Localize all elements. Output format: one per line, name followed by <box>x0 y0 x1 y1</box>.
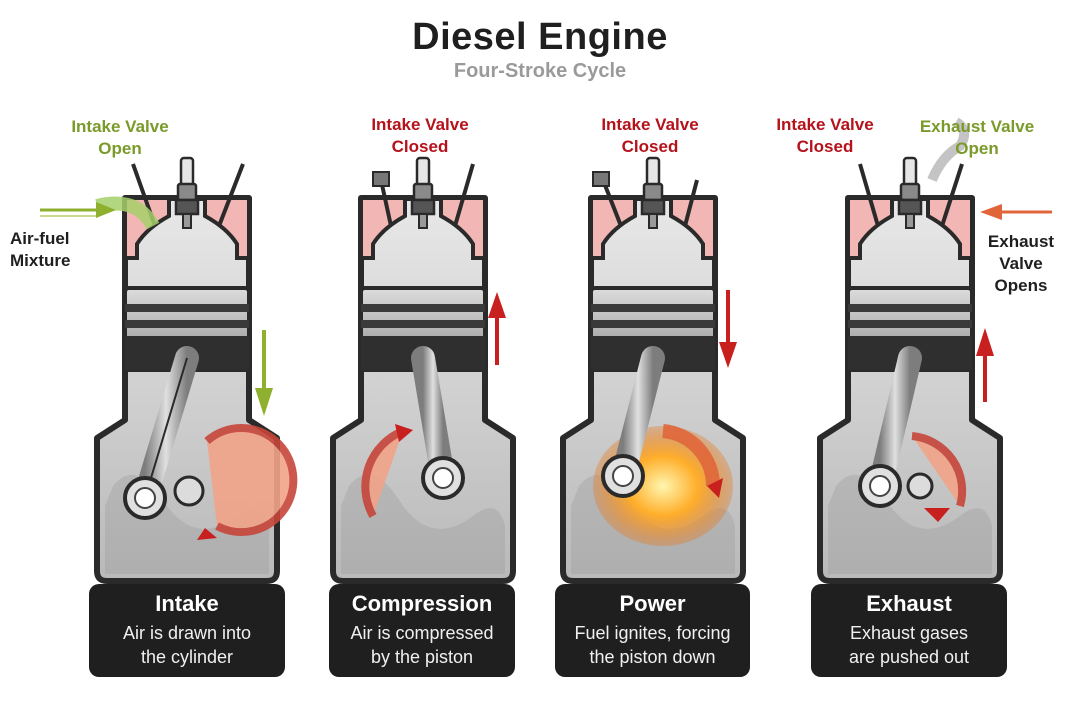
diagram-subtitle: Four-Stroke Cycle <box>453 60 627 82</box>
stroke-title: Intake <box>155 591 219 616</box>
stroke-title: Compression <box>351 591 493 616</box>
power-down-arrow <box>719 290 737 368</box>
diagram-title: Diesel Engine <box>412 16 668 58</box>
compression-cylinder-icon <box>333 156 513 581</box>
stroke-title: Power <box>619 591 686 616</box>
intake-down-arrow <box>255 330 273 416</box>
stroke-title: Exhaust <box>866 591 952 616</box>
intake-air-arrow <box>40 202 116 218</box>
exhaust-up-arrow <box>976 328 994 402</box>
compression-up-arrow <box>488 292 506 365</box>
exhaust-cylinder-icon <box>820 117 1000 581</box>
exhaust-out-arrow <box>980 204 1052 220</box>
intake-cylinder-icon <box>97 156 298 581</box>
power-cylinder-icon <box>563 156 743 581</box>
